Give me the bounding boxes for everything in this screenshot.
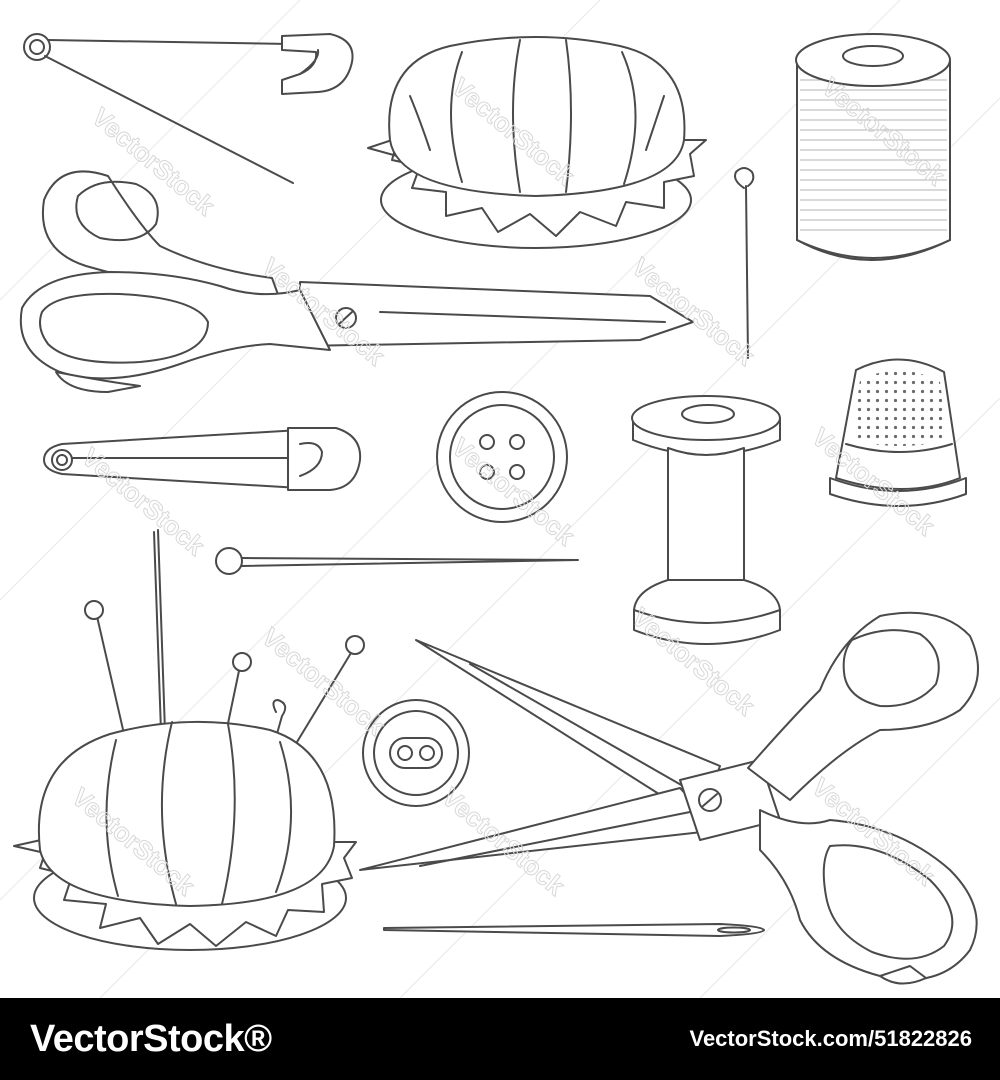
footer-bar: VectorStock® VectorStock.com/51822826 [0,998,1000,1080]
brand-logo-text[interactable]: VectorStock® [30,1017,272,1060]
tailor-scissors-top [19,170,694,393]
sewing-pin-loop [734,167,755,359]
thimble [829,358,967,507]
pin-cushion-with-pins [13,529,365,951]
safety-pin-closed [43,427,362,491]
thread-spool [795,33,951,261]
sewing-needle [383,923,765,937]
wooden-bobbin [631,395,781,645]
image-reference[interactable]: VectorStock.com/51822826 [689,1026,972,1051]
button-two-hole [362,699,470,807]
button-four-hole [436,391,568,523]
ball-head-pin [215,547,579,575]
pin-cushion [367,36,707,249]
safety-pin-open [23,33,354,184]
tailor-scissors-bottom [359,611,979,985]
illustration: VectorStock VectorStock VectorStock Vect… [0,0,1000,998]
watermark-text: VectorStock [256,622,391,742]
sewing-tools-illustration: VectorStock VectorStock VectorStock Vect… [0,0,1000,998]
